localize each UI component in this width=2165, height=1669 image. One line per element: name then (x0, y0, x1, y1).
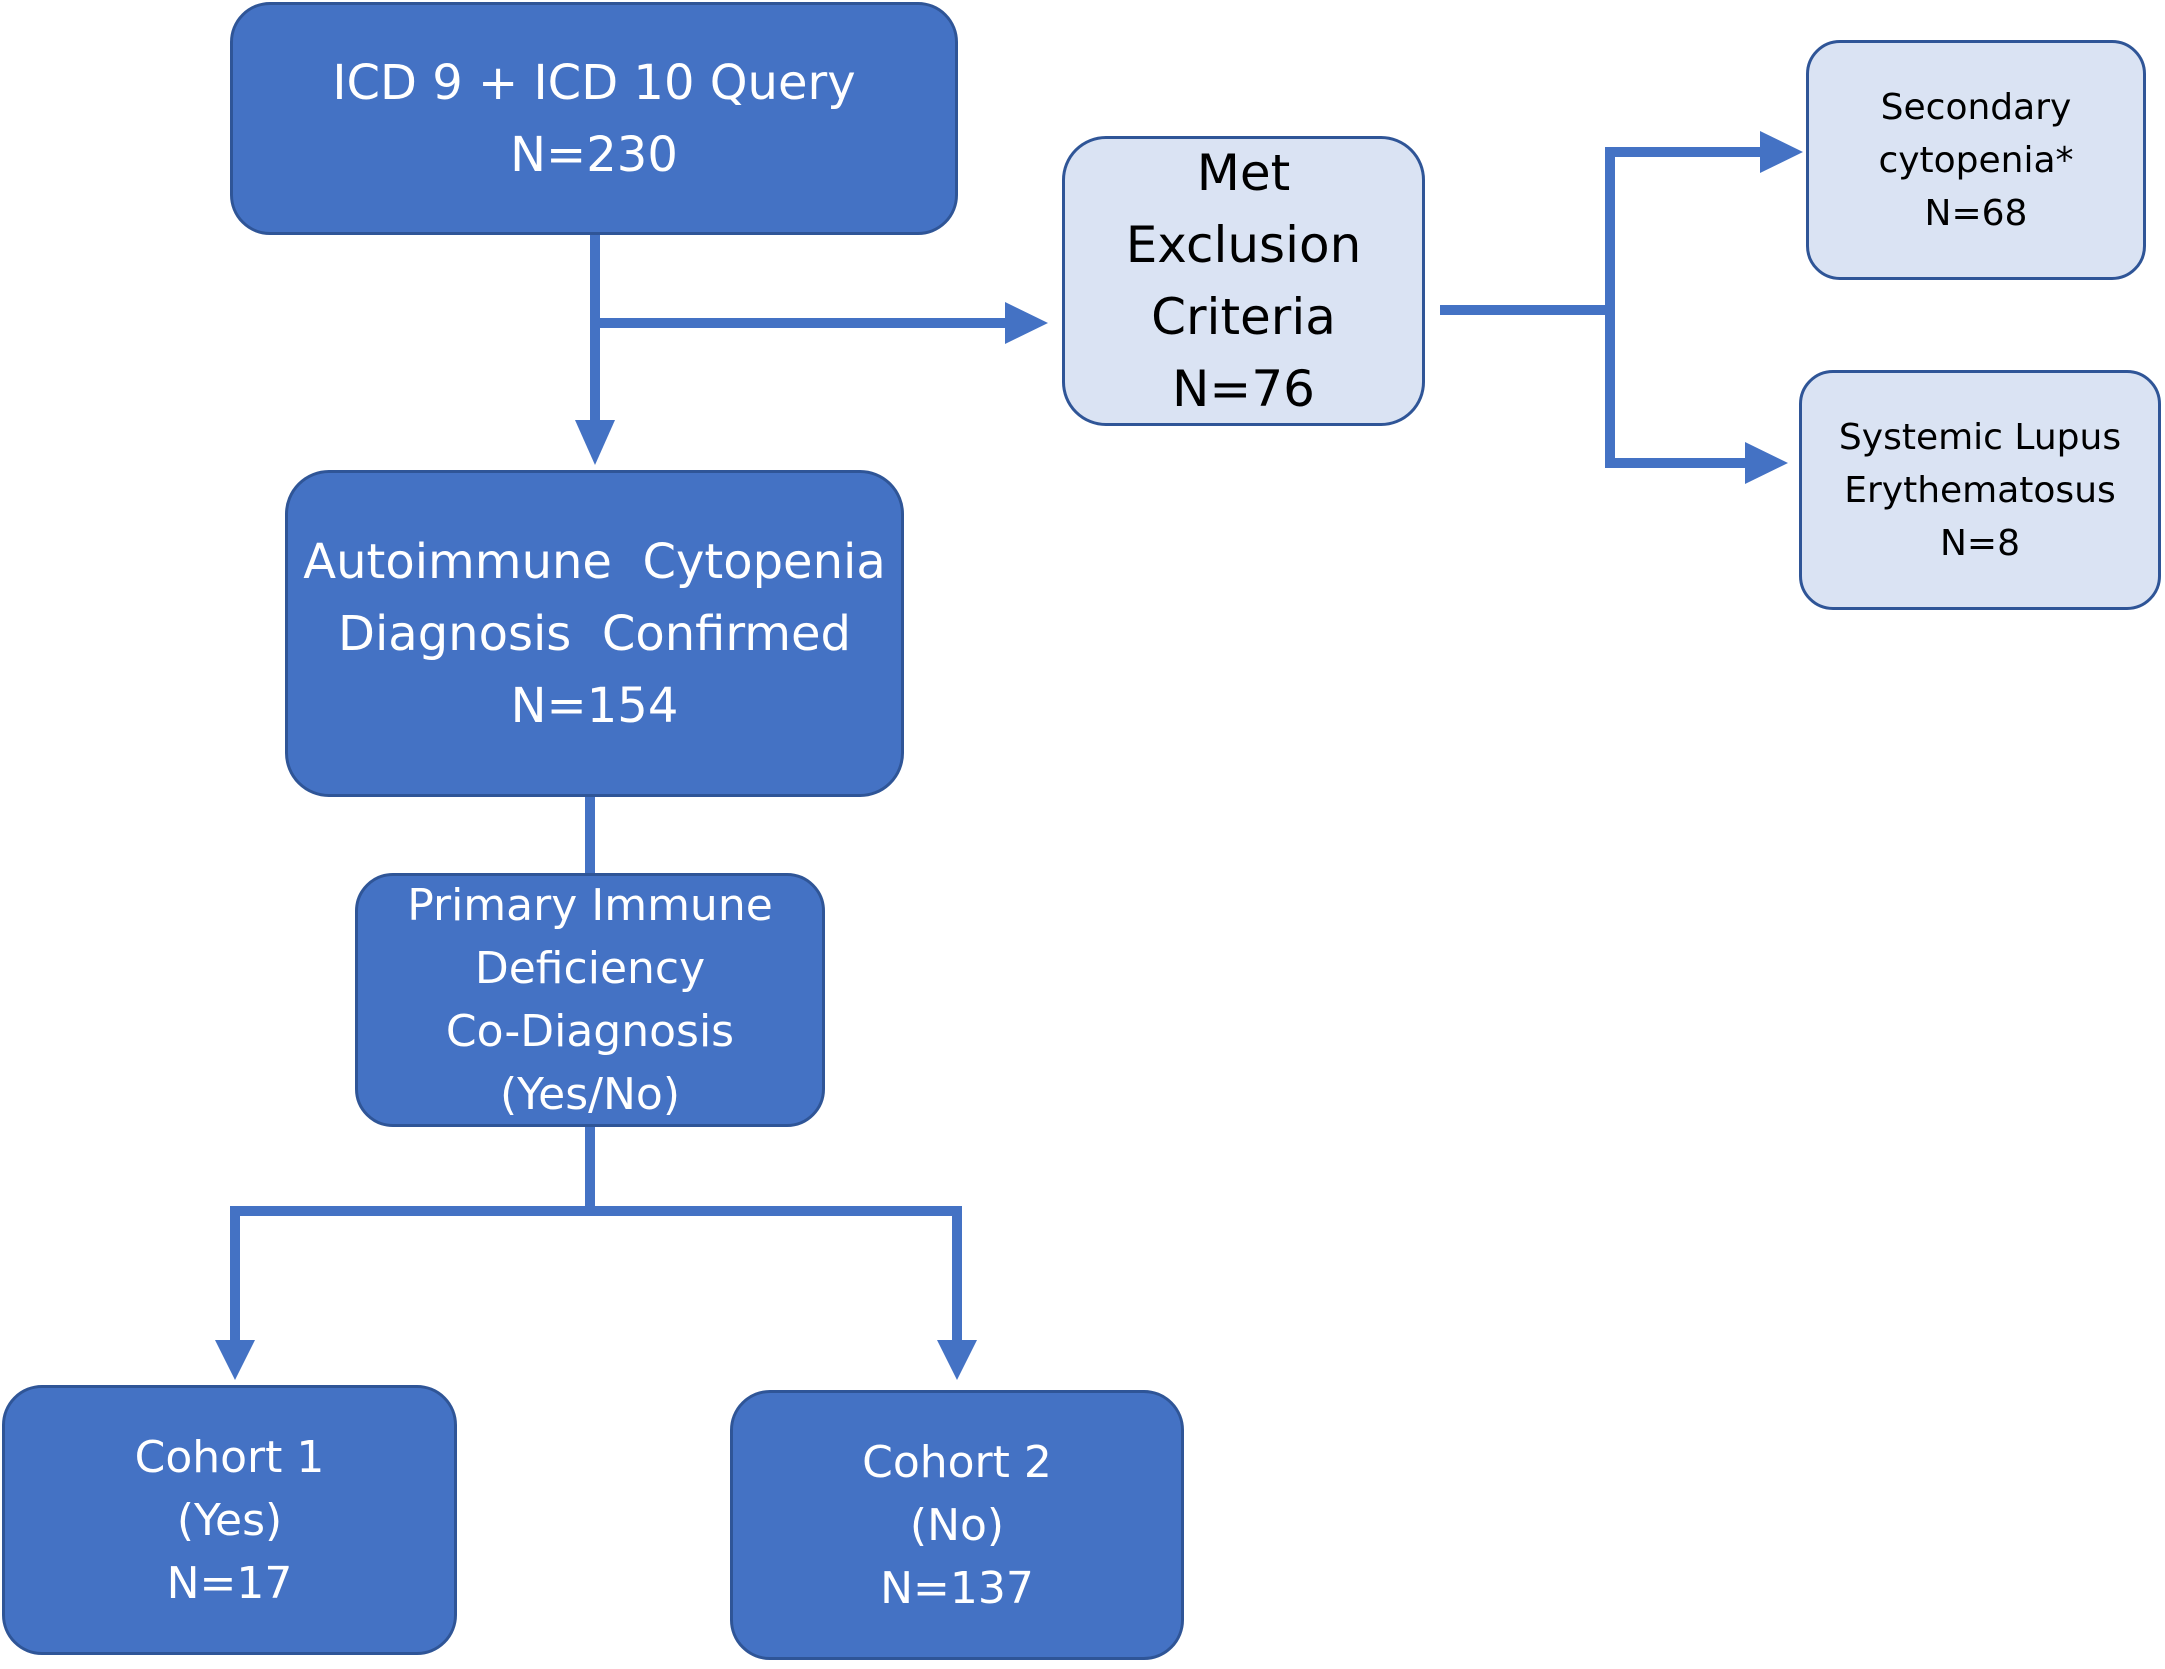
node-query-line-1: ICD 9 + ICD 10 Query (332, 54, 856, 111)
node-cohort2-line-1: Cohort 2 (862, 1436, 1052, 1488)
node-confirmed-line-1: Autoimmune Cytopenia (303, 533, 886, 590)
node-secondary-line-2: cytopenia* (1878, 139, 2074, 181)
node-exclusion: Met Exclusion Criteria N=76 (1062, 136, 1425, 426)
arrowhead-confirmed (575, 420, 615, 465)
arrowhead-secondary (1760, 131, 1803, 173)
node-cohort2-line-3: N=137 (880, 1562, 1034, 1614)
node-secondary-line-3: N=68 (1924, 192, 2028, 234)
node-confirmed-line-2: Diagnosis Confirmed (337, 605, 852, 662)
node-pid-line-4: (Yes/No) (499, 1069, 681, 1120)
arrowhead-cohort2 (937, 1340, 977, 1380)
arrowhead-cohort1 (215, 1340, 255, 1380)
node-cohort1-line-2: (Yes) (176, 1494, 283, 1546)
node-secondary-line-1: Secondary (1880, 86, 2072, 128)
node-lupus-line-3: N=8 (1940, 522, 2020, 564)
node-exclusion-line-3: Criteria (1151, 288, 1336, 346)
node-confirmed-line-3: N=154 (510, 677, 679, 734)
node-cohort1-line-3: N=17 (166, 1557, 293, 1609)
node-cohort2-line-2: (No) (909, 1499, 1005, 1551)
node-lupus: Systemic Lupus Erythematosus N=8 (1799, 370, 2161, 610)
arrowhead-exclusion (1005, 302, 1048, 344)
arrowhead-lupus (1745, 442, 1788, 484)
node-confirmed: Autoimmune Cytopenia Diagnosis Confirmed… (285, 470, 904, 797)
node-query: ICD 9 + ICD 10 Query N=230 (230, 2, 958, 235)
node-query-line-2: N=230 (510, 126, 678, 183)
node-cohort1: Cohort 1 (Yes) N=17 (2, 1385, 457, 1655)
node-pid: Primary Immune Deficiency Co-Diagnosis (… (355, 873, 825, 1127)
node-pid-line-3: Co-Diagnosis (445, 1006, 735, 1057)
node-cohort1-line-1: Cohort 1 (134, 1431, 325, 1483)
node-pid-line-2: Deficiency (474, 943, 706, 994)
node-secondary: Secondary cytopenia* N=68 (1806, 40, 2146, 280)
node-exclusion-line-2: Exclusion (1125, 216, 1362, 274)
node-pid-line-1: Primary Immune (407, 880, 773, 931)
node-lupus-line-2: Erythematosus (1844, 469, 2116, 511)
node-exclusion-line-4: N=76 (1172, 360, 1315, 418)
node-cohort2: Cohort 2 (No) N=137 (730, 1390, 1184, 1660)
node-lupus-line-1: Systemic Lupus (1838, 416, 2122, 458)
node-exclusion-line-1: Met (1196, 144, 1291, 202)
